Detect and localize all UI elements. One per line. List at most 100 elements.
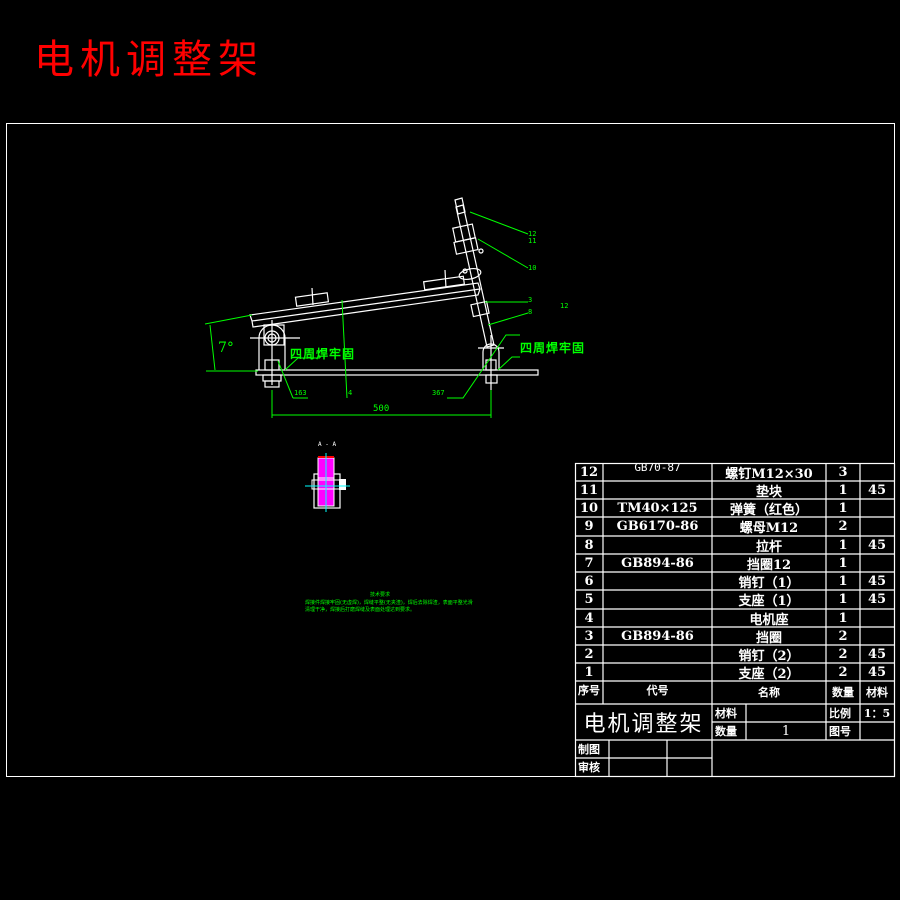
leader-label-12: 12 [528,230,537,238]
bom-name: 螺母M12 [739,521,799,536]
bom-qty: 1 [838,537,848,553]
bom-code: TM40×125 [617,500,698,516]
leader-label-8: 8 [528,308,533,316]
bom-material: 45 [867,573,887,589]
bom-material [860,609,894,627]
bom-name: 垫块 [755,484,782,500]
header-name: 名称 [758,686,780,699]
bom-material [860,463,894,481]
bom-no: 9 [584,519,594,534]
bom-qty: 1 [838,573,848,589]
left-support [250,320,300,388]
dimension-total: 500 [373,404,390,414]
bom-code [603,572,712,590]
bom-material: 45 [867,646,887,662]
scale-label: 比例 [829,707,851,720]
drawing-number-label: 图号 [829,725,851,738]
leader-label-10: 10 [528,264,537,272]
section-label: A - A [318,441,337,448]
bom-qty: 2 [838,664,848,680]
bom-code [603,663,712,681]
bom-no: 2 [584,646,594,662]
quantity-value: 1 [781,723,791,739]
weld-note-left: 四周焊牢固 [290,347,356,361]
bom-code [603,481,712,499]
bom-name: 支座（2） [738,666,800,682]
drawing-title: 电机调整架 [34,37,264,83]
bom-code [603,590,712,609]
bom-material: 45 [867,482,887,498]
bom-name: 挡圈 [755,630,782,646]
bom-code: GB70-87 [634,461,681,474]
header-no: 序号 [578,684,600,697]
bom-name: 销钉（2） [738,648,800,664]
header-material: 材料 [866,686,888,699]
bom-material: 45 [867,592,887,607]
angle-dimension: 7° [218,340,234,356]
pull-rod [452,197,495,348]
bom-qty: 1 [838,592,848,607]
bom-no: 3 [584,628,594,644]
title-block-name: 电机调整架 [583,712,704,737]
annotation-lines [204,211,529,418]
bom-no: 4 [584,610,594,626]
bom-material [860,554,894,572]
header-qty: 数量 [832,686,854,699]
bom-qty: 3 [838,464,848,480]
bom-no: 6 [584,573,594,589]
leader-label-3: 3 [528,296,533,304]
bom-name: 电机座 [749,612,789,628]
bom-code [603,609,712,627]
leader-label-12b: 12 [560,302,569,310]
bom-name: 拉杆 [755,539,782,555]
drawn-by-label: 制图 [578,743,600,756]
tech-requirements-line2: 清理干净，焊接后打磨焊缝及表面处理达到要求。 [305,607,416,613]
bom-qty: 1 [838,610,848,626]
header-code: 代号 [646,684,669,697]
bom-material [860,627,894,645]
bom-qty: 1 [838,555,848,571]
dimension-mid: 4 [348,389,353,397]
bom-qty: 2 [838,519,848,534]
bom-qty: 2 [838,628,848,644]
bom-table-grid [574,462,896,778]
bom-material: 45 [867,537,887,553]
material-label: 材料 [715,707,737,720]
bom-qty: 2 [838,646,848,662]
leader-label-11: 11 [528,237,537,245]
bom-name: 弹簧（红色） [729,502,808,518]
bom-no: 5 [584,592,594,607]
bom-name: 挡圈12 [746,557,792,573]
weld-note-right: 四周焊牢固 [520,341,586,355]
bom-qty: 1 [838,500,848,516]
quantity-label: 数量 [715,725,737,738]
bom-no: 7 [584,555,594,571]
bom-code [603,536,712,554]
dimension-left: 163 [294,389,307,397]
bom-code [603,645,712,663]
bom-material [860,517,894,536]
drawing-number-value [860,722,894,740]
bom-code: GB894-86 [621,628,694,644]
bom-material: 45 [867,664,887,680]
bom-name: 支座（1） [738,594,800,609]
base-plate [255,369,539,376]
checked-by-label: 审核 [578,761,600,774]
motor-seat-plate [249,269,481,328]
scale-value: 1：5 [863,707,891,720]
tech-requirements-heading: 技术要求 [370,592,391,598]
tech-requirements-line1: 焊接件焊接牢固(无虚焊)，焊缝平整(无夹渣)，焊后去除焊渣，表面平整光滑 [305,600,473,606]
drawing-frame [6,123,895,777]
bom-no: 12 [579,464,599,480]
material-value [746,704,826,722]
bom-no: 8 [584,537,594,553]
bom-code: GB894-86 [621,555,694,571]
bom-no: 11 [579,482,599,498]
bom-code: GB6170-86 [616,519,699,534]
bom-name: 螺钉M12×30 [725,466,813,482]
bom-no: 1 [584,664,594,680]
dimension-right: 367 [432,389,445,397]
bom-name: 销钉（1） [738,575,800,591]
section-a-a-view [305,453,350,512]
